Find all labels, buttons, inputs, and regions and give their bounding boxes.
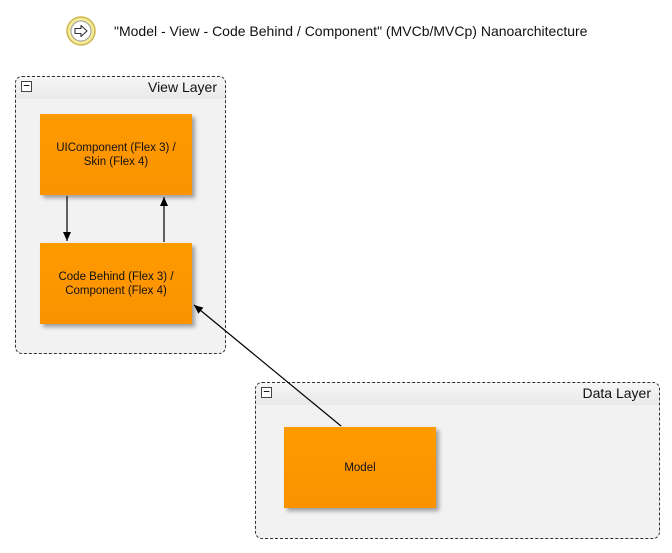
arrow-right-icon[interactable] — [66, 16, 96, 46]
uicomponent-node-label: UIComponent (Flex 3) / Skin (Flex 4) — [56, 141, 176, 168]
view-layer-header: − View Layer — [16, 77, 225, 99]
data-layer-group[interactable]: − Data Layer — [255, 382, 660, 539]
data-layer-label: Data Layer — [582, 385, 651, 401]
uicomponent-node[interactable]: UIComponent (Flex 3) / Skin (Flex 4) — [40, 114, 192, 195]
diagram-title-row: "Model - View - Code Behind / Component"… — [66, 15, 587, 47]
codebehind-node-label: Code Behind (Flex 3) / Component (Flex 4… — [58, 270, 174, 297]
codebehind-node[interactable]: Code Behind (Flex 3) / Component (Flex 4… — [40, 243, 192, 324]
data-layer-header: − Data Layer — [256, 383, 659, 405]
diagram-title: "Model - View - Code Behind / Component"… — [114, 23, 588, 39]
model-node-label: Model — [344, 461, 376, 474]
collapse-data-layer-button[interactable]: − — [261, 386, 272, 398]
view-layer-label: View Layer — [147, 79, 217, 95]
model-node[interactable]: Model — [284, 427, 436, 508]
collapse-view-layer-button[interactable]: − — [21, 80, 32, 92]
edge-model-to-codebehind[interactable] — [193, 304, 342, 427]
